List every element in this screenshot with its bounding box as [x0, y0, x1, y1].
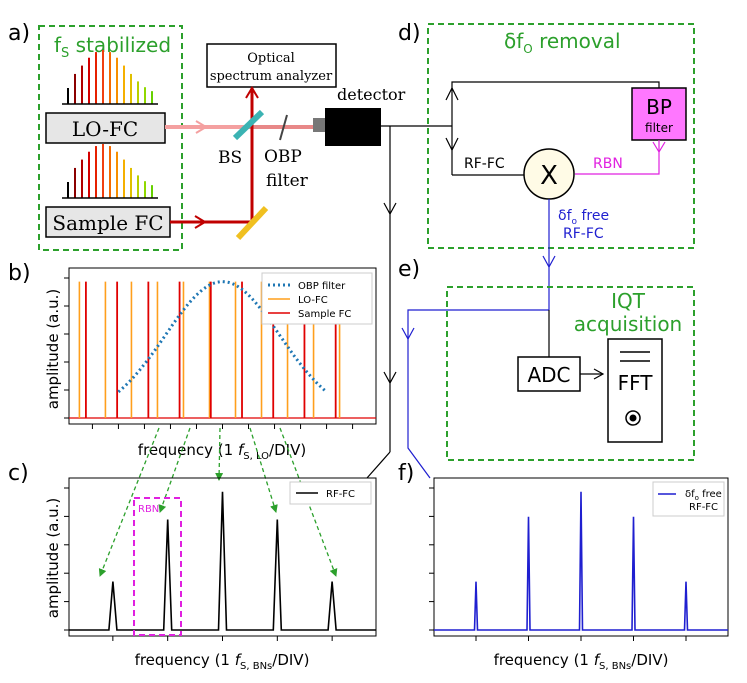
b-legend-sample: Sample FC — [298, 309, 351, 320]
f-legend-frame — [652, 481, 725, 517]
map-arrow-2 — [158, 427, 191, 513]
panel-label-d: d) — [398, 21, 421, 46]
rf-fc-label: RF-FC — [464, 156, 505, 172]
c-legend-frame — [289, 481, 372, 505]
detector-to-c-arrow-1 — [383, 202, 397, 216]
rf-branch-arrow — [445, 137, 459, 152]
acq-title-2: acquisition — [574, 312, 682, 336]
panel-label-f: f) — [398, 461, 414, 486]
f-plot — [429, 487, 728, 641]
to-f-wire — [407, 309, 549, 479]
rbn-label: RBN — [593, 156, 623, 172]
lo-fc-box — [45, 112, 166, 144]
osa-label-2: spectrum analyzer — [210, 69, 333, 84]
osa-beam-arrow — [245, 86, 259, 99]
sample-fc-box — [45, 206, 171, 238]
detector-label: detector — [337, 85, 406, 104]
adc-label: ADC — [527, 363, 570, 387]
c-rf-comb-trace — [69, 491, 376, 631]
beam-splitter — [232, 109, 265, 141]
free-label-1: δfo free — [558, 208, 609, 227]
c-plot — [64, 487, 376, 641]
osa-label-1: Optical — [247, 51, 295, 66]
to-f-arrow — [401, 327, 415, 341]
sample-beam-arrow — [194, 215, 207, 229]
obp-filter-element — [279, 114, 288, 141]
panel-label-c: c) — [8, 461, 29, 486]
b-obp-filter-curve — [117, 280, 328, 394]
obp-label-2: filter — [266, 171, 309, 191]
acq-title-1: IQT — [611, 289, 646, 313]
rbn-highlight-box — [133, 497, 182, 636]
c-legend: RF-FC — [289, 481, 372, 505]
bp-branch-arrow — [445, 86, 459, 101]
osa-box — [206, 43, 337, 88]
b-legend: OBP filter LO-FC Sample FC — [261, 272, 373, 325]
lo-beam-arrow — [195, 120, 208, 134]
f-legend-line2: RF-FC — [689, 502, 718, 513]
mixer-label: X — [540, 161, 558, 191]
stabilized-title: fS stabilized — [54, 33, 171, 61]
stabilized-box — [38, 25, 183, 251]
adc-to-fft-arrow — [593, 368, 605, 380]
c-xlabel: frequency (1 fS, BNs/DIV) — [135, 651, 310, 672]
bp-filter-label: filter — [645, 121, 673, 135]
map-arrow-4 — [249, 427, 278, 513]
b-ylabel: amplitude (a.u.) — [44, 289, 62, 410]
bp-branch-wire — [451, 81, 660, 126]
power-button-inner — [629, 414, 637, 422]
map-arrow-3 — [215, 427, 224, 481]
b-legend-obp: OBP filter — [298, 281, 346, 292]
sample-fc-label: Sample FC — [52, 211, 163, 235]
power-button-outer — [625, 410, 641, 426]
c-legend-rf: RF-FC — [326, 489, 355, 500]
acquisition-box — [446, 286, 695, 461]
panel-label-a: a) — [8, 21, 30, 46]
lo-comb-spectrum — [62, 50, 158, 105]
c-ylabel: amplitude (a.u.) — [44, 498, 62, 619]
adc-box — [517, 356, 581, 392]
panel-label-e: e) — [398, 257, 420, 282]
b-legend-lo: LO-FC — [298, 295, 328, 306]
bs-label: BS — [218, 148, 242, 168]
f-legend-line1: δfo free — [685, 489, 722, 502]
mixer-out-arrow — [542, 255, 556, 269]
rbn-highlight-label: RBN — [138, 504, 159, 515]
f-rf-comb-trace — [434, 491, 728, 631]
free-label-2: RF-FC — [563, 226, 604, 242]
detector-window — [313, 118, 325, 132]
removal-box — [427, 23, 695, 249]
bp-label: BP — [646, 95, 672, 119]
map-arrow-1 — [98, 427, 160, 577]
detector-to-c-arrow-2 — [383, 371, 397, 385]
detector-to-c-diag — [366, 451, 391, 479]
f-xlabel: frequency (1 fS, BNs/DIV) — [494, 651, 669, 672]
detector — [325, 108, 381, 146]
lo-fc-label: LO-FC — [72, 117, 138, 141]
fft-label: FFT — [618, 371, 654, 395]
sample-comb-spectrum — [62, 144, 158, 199]
panel-label-b: b) — [8, 261, 31, 286]
obp-label-1: OBP — [264, 147, 302, 167]
rbn-arrow — [652, 141, 666, 154]
mirror — [235, 205, 269, 241]
b-xlabel: frequency (1 fS, LO/DIV) — [138, 441, 306, 462]
removal-title: δfO removal — [504, 29, 621, 56]
f-legend: δfo free RF-FC — [652, 481, 725, 517]
